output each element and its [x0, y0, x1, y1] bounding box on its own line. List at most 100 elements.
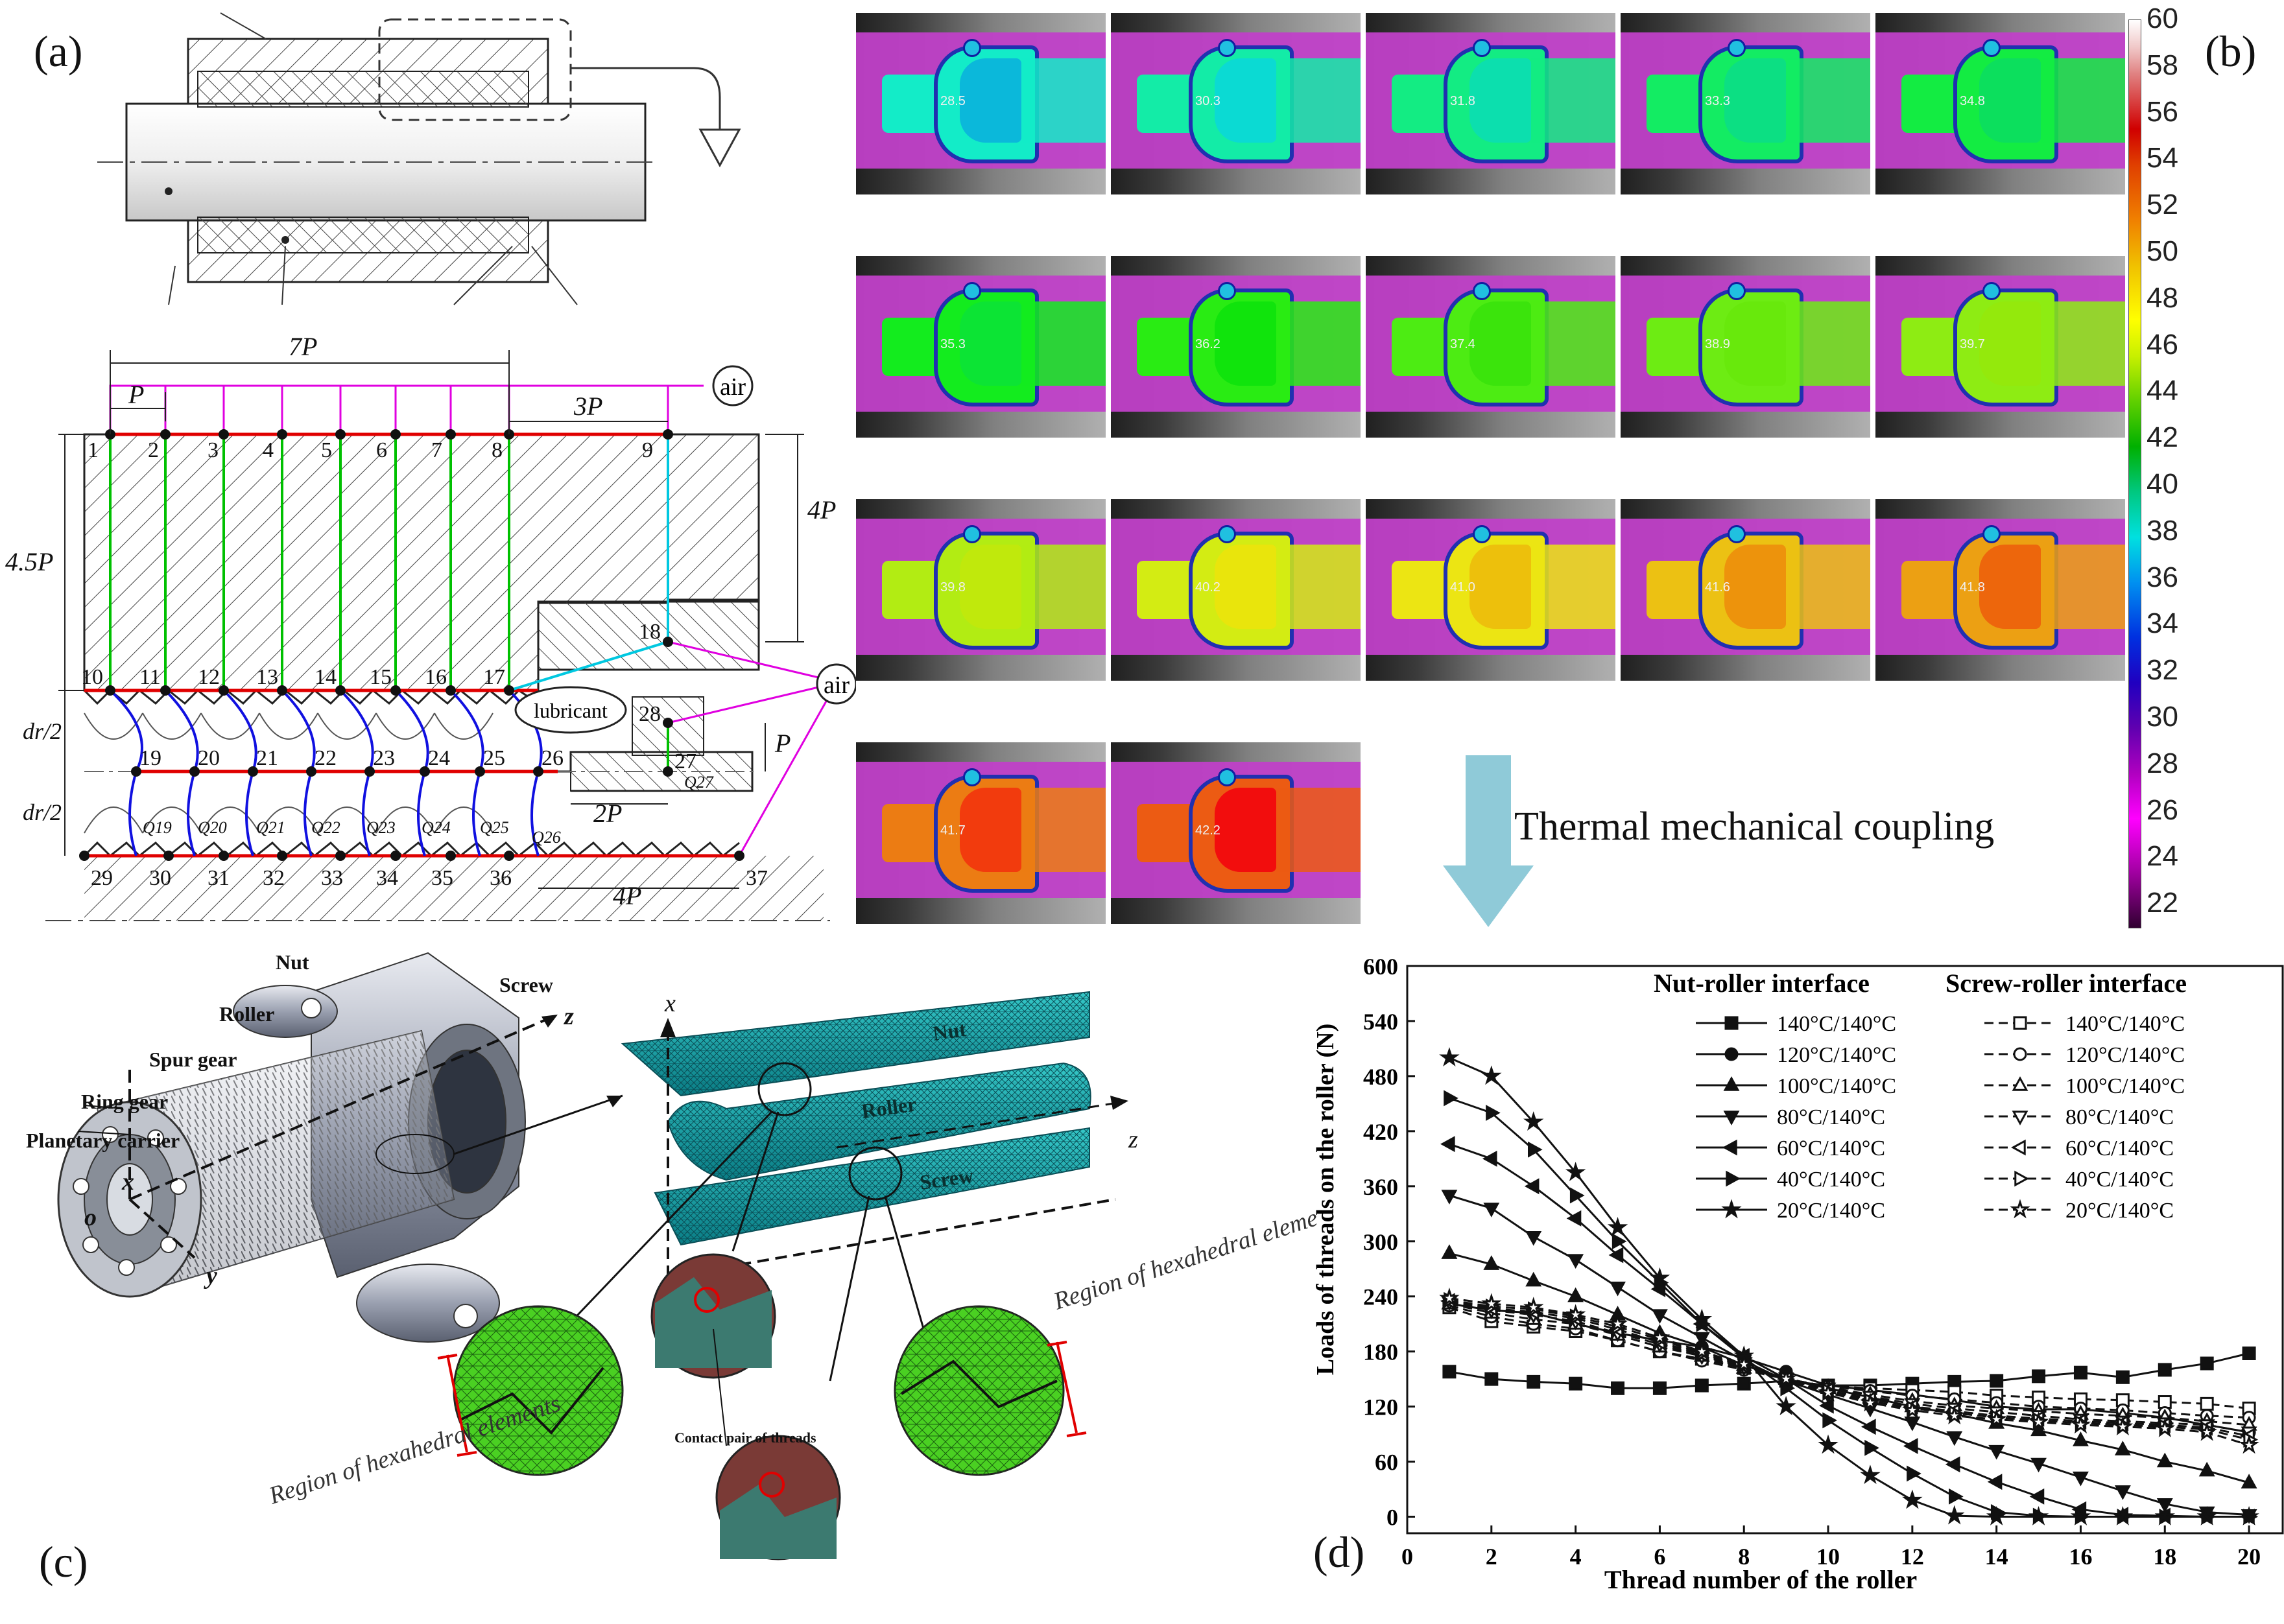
node-label: 9 — [642, 438, 653, 462]
node-label: 2 — [148, 438, 159, 462]
node-label: 30 — [149, 866, 171, 890]
air-label-right: air — [824, 672, 850, 699]
x-tick-label: 0 — [1401, 1544, 1413, 1570]
node-label: 32 — [263, 866, 285, 890]
colorbar-tick-label: 54 — [2147, 142, 2178, 174]
thermal-readout: 37.4 — [1450, 337, 1475, 351]
data-point — [1482, 1150, 1497, 1167]
node-label: 34 — [376, 866, 398, 890]
axis-z-label: z — [563, 1003, 574, 1030]
series-line — [1449, 1194, 2250, 1516]
data-point — [2200, 1356, 2214, 1371]
series-line — [1449, 1306, 2250, 1409]
data-point — [1439, 1288, 1460, 1307]
node-label: 6 — [376, 438, 387, 462]
data-point — [2012, 1111, 2028, 1125]
data-point — [2154, 1506, 2175, 1525]
data-point — [1822, 1412, 1837, 1429]
data-point — [1864, 1439, 1879, 1456]
axis-y-label: y — [204, 1262, 217, 1289]
legend-entry-label: 80°C/140°C — [2065, 1105, 2174, 1129]
data-point — [1722, 1139, 1737, 1156]
mesh-nut-label: Nut — [931, 1017, 968, 1045]
chart-plot-frame — [1406, 965, 2284, 1535]
node-label: 8 — [492, 438, 503, 462]
data-point — [1442, 1365, 1457, 1379]
node-label: 12 — [198, 665, 220, 689]
dim-4p-bottom: 4P — [613, 881, 641, 910]
node-label: 10 — [81, 665, 103, 689]
q-label: Q19 — [143, 818, 172, 837]
data-point — [2156, 1498, 2173, 1513]
x-tick-label: 12 — [1901, 1544, 1924, 1570]
label-spur-gear: Spur gear — [149, 1048, 237, 1071]
thermal-readout: 35.3 — [940, 337, 966, 351]
zoom-right-mesh — [894, 1305, 1065, 1476]
y-tick-label: 600 — [1363, 954, 1398, 980]
data-point — [1986, 1408, 2007, 1428]
x-tick-label: 18 — [2153, 1544, 2176, 1570]
node-label: 3 — [208, 438, 219, 462]
data-point — [2114, 1441, 2131, 1455]
chart-y-axis-label: Loads of threads on the roller (N) — [1312, 1024, 1339, 1376]
thermal-readout: 38.9 — [1705, 337, 1730, 351]
data-point — [1483, 1255, 1500, 1270]
thermal-readout: 40.2 — [1195, 580, 1220, 594]
data-point — [2070, 1506, 2091, 1525]
data-point — [1776, 1396, 1796, 1415]
node-label: 26 — [541, 746, 564, 770]
data-point — [1861, 1418, 1876, 1435]
thermal-readout: 30.3 — [1195, 94, 1220, 108]
data-point — [2239, 1506, 2259, 1525]
x-tick-label: 10 — [1816, 1544, 1840, 1570]
legend-entry-label: 60°C/140°C — [1777, 1136, 1885, 1160]
thermal-readout: 31.8 — [1450, 94, 1475, 108]
legend-title-nut: Nut-roller interface — [1654, 969, 1870, 998]
colorbar-tick-label: 32 — [2147, 654, 2178, 687]
node-label: 24 — [428, 746, 450, 770]
y-tick-label: 180 — [1363, 1339, 1398, 1365]
node-label-27: 27 — [674, 749, 696, 773]
label-ring-gear: Ring gear — [81, 1090, 168, 1113]
thermal-readout: 41.6 — [1705, 580, 1730, 594]
data-point — [1481, 1293, 1502, 1313]
data-point — [1649, 1326, 1671, 1347]
data-point — [2154, 1418, 2175, 1437]
series-line — [1449, 1352, 2250, 1389]
thermal-image: 41.6 — [1621, 499, 1870, 681]
data-point — [1483, 1203, 1500, 1218]
axis-x-label: x — [121, 1168, 134, 1195]
data-point — [1565, 1304, 1586, 1324]
q-label: Q20 — [198, 818, 227, 837]
mesh-x-label: x — [664, 990, 676, 1017]
psrm-assembly — [57, 952, 623, 1343]
legend-entry-label: 100°C/140°C — [1777, 1074, 1896, 1098]
y-tick-label: 480 — [1363, 1064, 1398, 1090]
data-point — [1523, 1111, 1544, 1131]
dim-4-5p: 4.5P — [5, 547, 53, 576]
node-label: 35 — [431, 866, 453, 890]
y-tick-label: 420 — [1363, 1119, 1398, 1145]
thermal-image: 34.8 — [1875, 13, 2125, 194]
contact-pair-label: Contact pair of threads — [674, 1430, 816, 1446]
thermal-readout: 28.5 — [940, 94, 966, 108]
data-point — [1441, 1190, 1458, 1205]
node-label: 31 — [208, 866, 230, 890]
data-point — [2011, 1139, 2026, 1156]
colorbar-tick-label: 40 — [2147, 467, 2178, 500]
node-label: 14 — [315, 665, 337, 689]
node-label: 7 — [431, 438, 442, 462]
data-point — [1945, 1456, 1960, 1473]
data-point — [1569, 1376, 1583, 1391]
thermal-image: 39.8 — [856, 499, 1106, 681]
data-point — [2013, 1047, 2027, 1061]
node-label: 19 — [139, 746, 161, 770]
data-point — [1902, 1489, 1923, 1509]
legend-title-screw: Screw-roller interface — [1945, 969, 2187, 998]
data-point — [1987, 1474, 2003, 1490]
data-point — [1607, 1217, 1628, 1236]
colorbar-tick-label: 48 — [2147, 281, 2178, 314]
thermal-image: 41.0 — [1366, 499, 1615, 681]
dim-dr2-bottom: dr/2 — [23, 799, 62, 825]
